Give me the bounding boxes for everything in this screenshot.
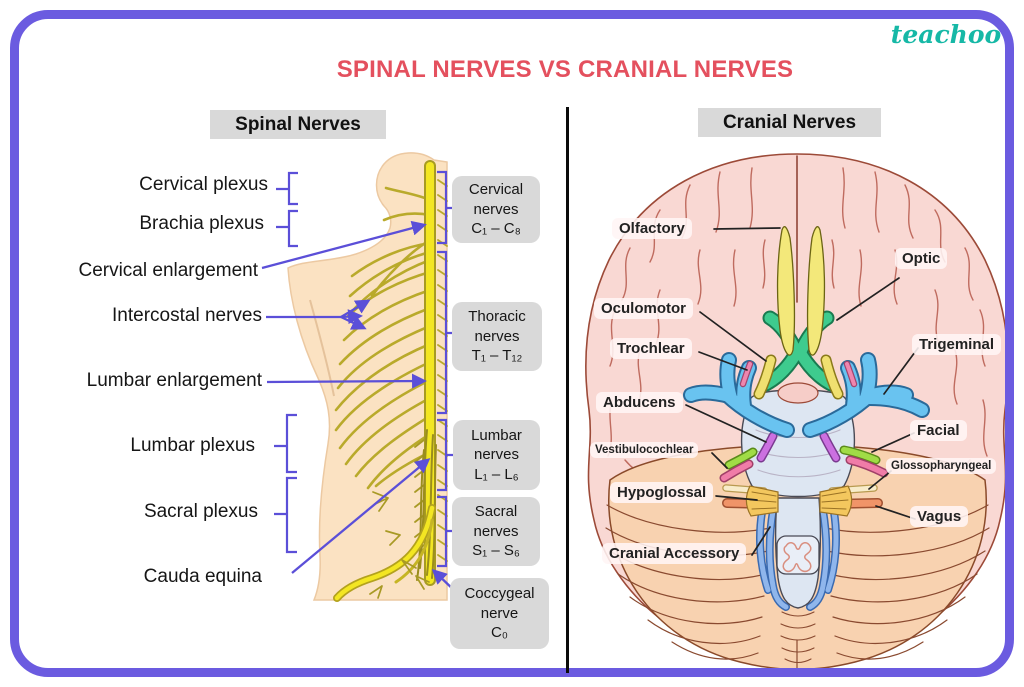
cranial-nerves-header: Cranial Nerves — [698, 108, 881, 137]
box-type: nerves — [473, 200, 519, 218]
label-vagus: Vagus — [910, 506, 969, 527]
intercostal-nerve-branches — [334, 186, 432, 490]
cervical-nerves-box: Cervical nerves C₁ – C₈ — [452, 176, 540, 243]
nerve-rootlets-right — [437, 179, 448, 562]
cord-butterfly — [782, 542, 812, 573]
page-title: SPINAL NERVES VS CRANIAL NERVES — [336, 56, 794, 83]
vermis-ridges — [780, 611, 816, 664]
sciatic-nerve — [334, 505, 435, 601]
box-range: C₀ — [490, 624, 509, 642]
label-cauda-equina: Cauda equina — [143, 566, 262, 587]
sacral-nerves-box: Sacral nerves S₁ – S₆ — [452, 497, 540, 566]
label-hypoglossal: Hypoglossal — [610, 482, 714, 503]
label-cervical-enlargement: Cervical enlargement — [78, 260, 258, 281]
label-brachia-plexus: Brachia plexus — [139, 213, 264, 234]
torso-figure — [287, 152, 448, 601]
cranial-leader-lines — [685, 227, 919, 556]
label-glossopharyngeal: Glossopharyngeal — [886, 458, 997, 474]
label-lumbar-enlargement: Lumbar enlargement — [86, 370, 262, 391]
torso-skin — [287, 152, 448, 601]
label-trochlear: Trochlear — [610, 338, 692, 359]
label-lumbar-plexus: Lumbar plexus — [130, 435, 255, 456]
box-name: Thoracic — [468, 308, 526, 326]
label-cervical-plexus: Cervical plexus — [139, 174, 268, 195]
annotation-arrows — [261, 220, 458, 594]
cervical-enlargement-arrow — [261, 220, 427, 270]
lumbar-nerves-box: Lumbar nerves L₁ – L₆ — [453, 420, 540, 490]
thoracic-nerves-box: Thoracic nerves T₁ – T₁₂ — [452, 302, 542, 371]
abducens-nerves — [756, 431, 841, 463]
label-optic: Optic — [895, 248, 948, 269]
box-name: Coccygeal — [464, 585, 535, 603]
box-type: nerves — [473, 522, 519, 540]
panel-divider — [566, 107, 569, 673]
pons — [740, 389, 856, 498]
box-name: Lumbar — [471, 426, 522, 444]
trochlear-nerves — [739, 360, 858, 388]
hypoglossal-nerves — [745, 485, 853, 517]
right-brackets — [437, 170, 455, 568]
left-brackets — [274, 171, 298, 554]
intercostal-arrow-1 — [340, 299, 371, 318]
lumbar-enlargement-arrow — [266, 373, 427, 389]
cauda-equina-arrow — [291, 458, 431, 574]
accessory-nerves — [756, 501, 840, 611]
intercostal-arrow-3 — [340, 315, 367, 330]
coccygeal-nerve-box: Coccygeal nerve C₀ — [450, 578, 549, 649]
facial-nerves — [724, 445, 881, 470]
label-trigeminal: Trigeminal — [912, 334, 1002, 355]
mammillary-area — [777, 382, 819, 404]
box-range: C₁ – C₈ — [471, 220, 521, 238]
arm-crease — [309, 299, 335, 397]
box-range: T₁ – T₁₂ — [471, 347, 523, 365]
label-facial: Facial — [910, 420, 967, 441]
label-oculomotor: Oculomotor — [594, 298, 693, 319]
sciatic-branch — [394, 518, 434, 584]
intercostal-arrow-2 — [340, 309, 363, 325]
olfactory-tracts — [776, 226, 826, 356]
cord-cross-section — [776, 535, 820, 575]
box-type: nerve — [480, 604, 519, 622]
label-cranial-accessory: Cranial Accessory — [602, 543, 747, 564]
label-intercostal-nerves: Intercostal nerves — [112, 305, 262, 326]
label-sacral-plexus: Sacral plexus — [143, 501, 258, 522]
spinal-nerves-header: Spinal Nerves — [210, 110, 386, 139]
label-abducens: Abducens — [596, 392, 683, 413]
box-range: S₁ – S₆ — [472, 542, 520, 560]
box-name: Cervical — [468, 181, 524, 199]
lumbar-branch-trees — [369, 491, 430, 599]
box-range: L₁ – L₆ — [474, 465, 519, 483]
teachoo-logo: teachoo — [890, 20, 1002, 49]
label-olfactory: Olfactory — [612, 218, 692, 239]
vestibulocochlear-nerves — [719, 455, 889, 483]
oculomotor-nerves — [753, 354, 844, 400]
label-vestibulocochlear: Vestibulocochlear — [590, 442, 699, 458]
plexus-brackets — [274, 170, 455, 568]
box-name: Sacral — [474, 503, 518, 521]
box-type: nerves — [474, 327, 520, 345]
box-type: nerves — [473, 446, 520, 464]
